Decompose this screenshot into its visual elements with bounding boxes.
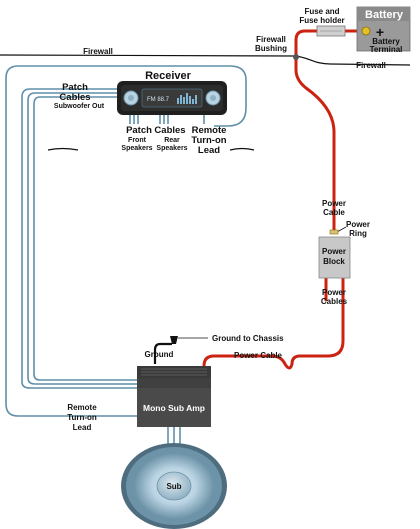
firewall-left-label: Firewall [83,47,113,56]
firewall-line-right [295,55,411,66]
remote-lead-loop [5,65,247,417]
remote-lead-top-label-2: Turn-on [191,135,226,146]
power-cables-label-1: Power [322,288,346,297]
power-cables-label-2: Cables [321,297,348,306]
cut-off-tails [47,147,255,151]
battery-terminal-label-1: Battery [372,37,400,46]
power-ring-pointer [336,226,347,233]
sub-dust-cap [156,471,192,501]
receiver: Receiver FM 88.7 [117,70,227,115]
battery-terminal-icon [361,26,371,36]
fuse-label-1: Fuse and [304,7,339,16]
firewall-bushing-label-1: Firewall [256,35,286,44]
radio-display-text: FM 88.7 [147,97,170,103]
power-block-label-1: Power [322,247,346,256]
sub-label: Sub [166,482,181,491]
receiver-label: Receiver [145,70,192,82]
patch-cable-1 [21,88,137,389]
mono-sub-amp-label: Mono Sub Amp [143,403,205,413]
remote-lead-bottom-label-2: Turn-on [67,413,97,422]
power-cable-top-label-1: Power [322,199,346,208]
power-ring-label-2: Ring [349,229,367,238]
subwoofer: Sub [121,443,227,529]
power-cable-top-label-2: Cable [323,208,345,217]
power-ring [329,229,339,235]
power-block-label-2: Block [323,257,345,266]
firewall-bushing [293,54,299,60]
patch-cable-3 [33,96,137,381]
remote-lead-top-label-1: Remote [192,125,227,136]
patch-cables-top-label-2: Cables [59,92,90,103]
battery-label: Battery [365,9,404,21]
remote-lead-bottom-label-3: Lead [73,423,92,432]
patch-bottom-label: Patch [126,125,152,136]
firewall-right-label: Firewall [356,61,386,70]
equalizer-bars-icon [177,93,197,104]
firewall [0,54,411,66]
subwoofer-out-label: Subwoofer Out [54,103,105,110]
power-cables-block-to-amp-b [202,276,345,370]
ground-to-chassis-label: Ground to Chassis [212,334,284,343]
patch-cables-top-label-1: Patch [62,82,88,93]
front-speakers-label-2: Speakers [121,145,152,152]
power-block-body [318,236,351,279]
ground-label: Ground [145,350,174,359]
ground-wire [153,342,172,364]
fuse-holder [316,25,346,37]
rear-speakers-label-2: Speakers [156,145,187,152]
power-cable-amp-label: Power Cable [234,351,283,360]
mono-sub-amp: Mono Sub Amp [137,366,211,427]
power-ring-label-1: Power [346,220,370,229]
ground-terminal-icon [170,336,178,344]
battery-terminal-label-2: Terminal [370,45,403,54]
remote-lead-top-label-3: Lead [198,145,220,156]
firewall-line-left [0,54,297,57]
remote-lead-bottom-label-1: Remote [67,403,97,412]
fuse-label-2: Fuse holder [299,16,344,25]
front-speakers-label-1: Front [128,137,147,144]
firewall-bushing-label-2: Bushing [255,44,287,53]
patch-cable-2 [27,92,137,385]
rear-speakers-label-1: Rear [164,137,180,144]
battery: Battery + Battery Terminal [356,6,411,54]
power-block: Power Block [318,236,351,279]
battery-plus: + [376,24,384,40]
signal-wires [5,65,247,446]
cables-bottom-label: Cables [154,125,185,136]
